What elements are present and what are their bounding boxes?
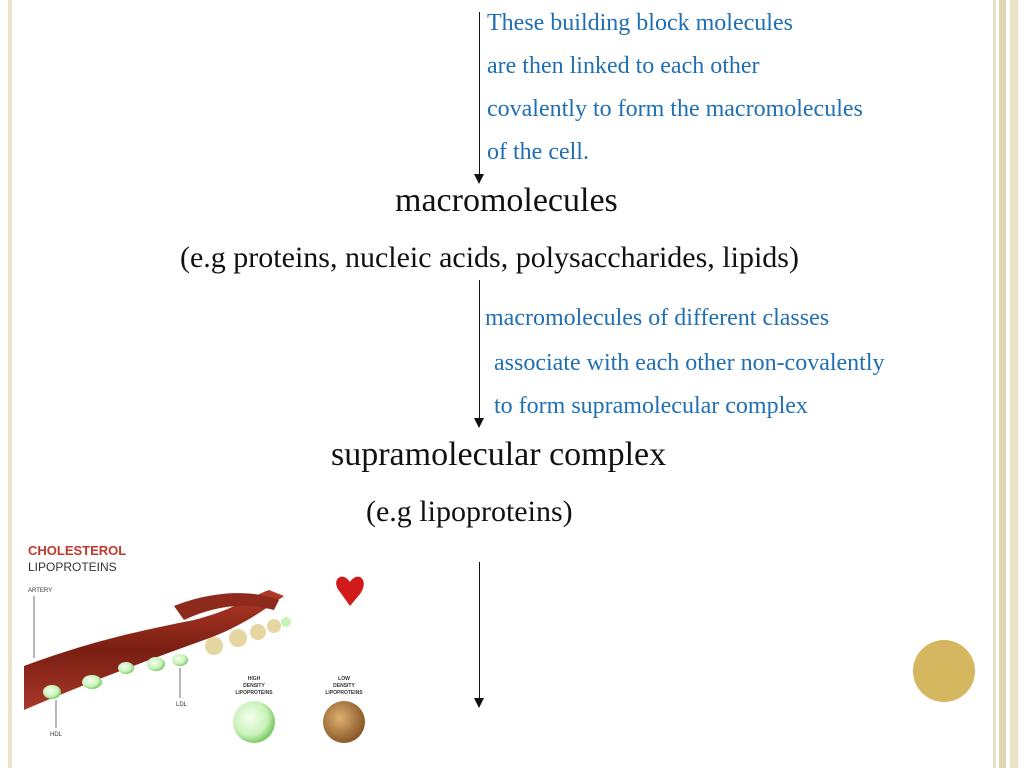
ldl-particle: [267, 619, 281, 633]
note-line: of the cell.: [487, 139, 589, 165]
ldl-particle: [229, 629, 247, 647]
artery-upper-wall: [174, 593, 279, 620]
note-different-classes: macromolecules of different classes: [485, 305, 830, 331]
hdl-particle: [281, 617, 291, 627]
hdl-particle: [172, 654, 188, 666]
arrow-1-line: [479, 12, 480, 176]
decorative-circle: [913, 640, 975, 702]
arrow-3-head: [474, 698, 484, 708]
legend-ldl-line: DENSITY: [333, 683, 355, 689]
arrow-2-head: [474, 418, 484, 428]
label-ldl: LDL: [176, 702, 188, 708]
illustration-title: CHOLESTEROL: [28, 543, 126, 558]
note-line: are then linked to each other: [487, 53, 760, 79]
heading-macromolecules: macromolecules: [395, 182, 618, 219]
legend-hdl-line: LIPOPROTEINS: [235, 690, 273, 696]
legend-hdl-line: DENSITY: [243, 683, 265, 689]
note-line: These building block molecules: [487, 10, 793, 36]
label-artery: ARTERY: [28, 588, 52, 594]
label-hdl: HDL: [50, 732, 63, 738]
hdl-particle: [147, 657, 165, 671]
legend-hdl-line: HIGH: [248, 676, 261, 682]
ldl-legend-icon: [323, 701, 365, 743]
hdl-particle: [82, 675, 102, 689]
heading-supramolecular-complex: supramolecular complex: [331, 436, 667, 473]
macromolecules-example: (e.g proteins, nucleic acids, polysaccha…: [180, 241, 799, 274]
note-building-blocks: These building block molecules are then …: [487, 2, 863, 174]
heart-icon: [336, 576, 364, 606]
note-non-covalently: associate with each other non-covalently: [488, 350, 885, 376]
left-frame-bar: [8, 0, 12, 768]
cholesterol-lipoproteins-illustration: CHOLESTEROL LIPOPROTEINS ARTERY HDL LDL …: [24, 543, 365, 743]
ldl-particle: [250, 624, 266, 640]
note-supramolecular: to form supramolecular complex: [488, 393, 808, 419]
right-frame-bar-middle: [999, 0, 1006, 768]
legend-ldl-line: LIPOPROTEINS: [325, 690, 363, 696]
ldl-particle: [205, 637, 223, 655]
legend-ldl-line: LOW: [338, 676, 350, 682]
arrow-2-line: [479, 280, 480, 420]
hdl-particle: [43, 685, 61, 699]
illustration-subtitle: LIPOPROTEINS: [28, 560, 117, 574]
right-frame-bar-outer: [1010, 0, 1018, 768]
note-line: covalently to form the macromolecules: [487, 96, 863, 122]
hdl-particle: [118, 662, 134, 674]
right-frame-bar-inner: [993, 0, 996, 768]
hdl-legend-icon: [233, 701, 275, 743]
supramolecular-example: (e.g lipoproteins): [366, 495, 573, 528]
arrow-1-head: [474, 174, 484, 184]
arrow-3-line: [479, 562, 480, 700]
